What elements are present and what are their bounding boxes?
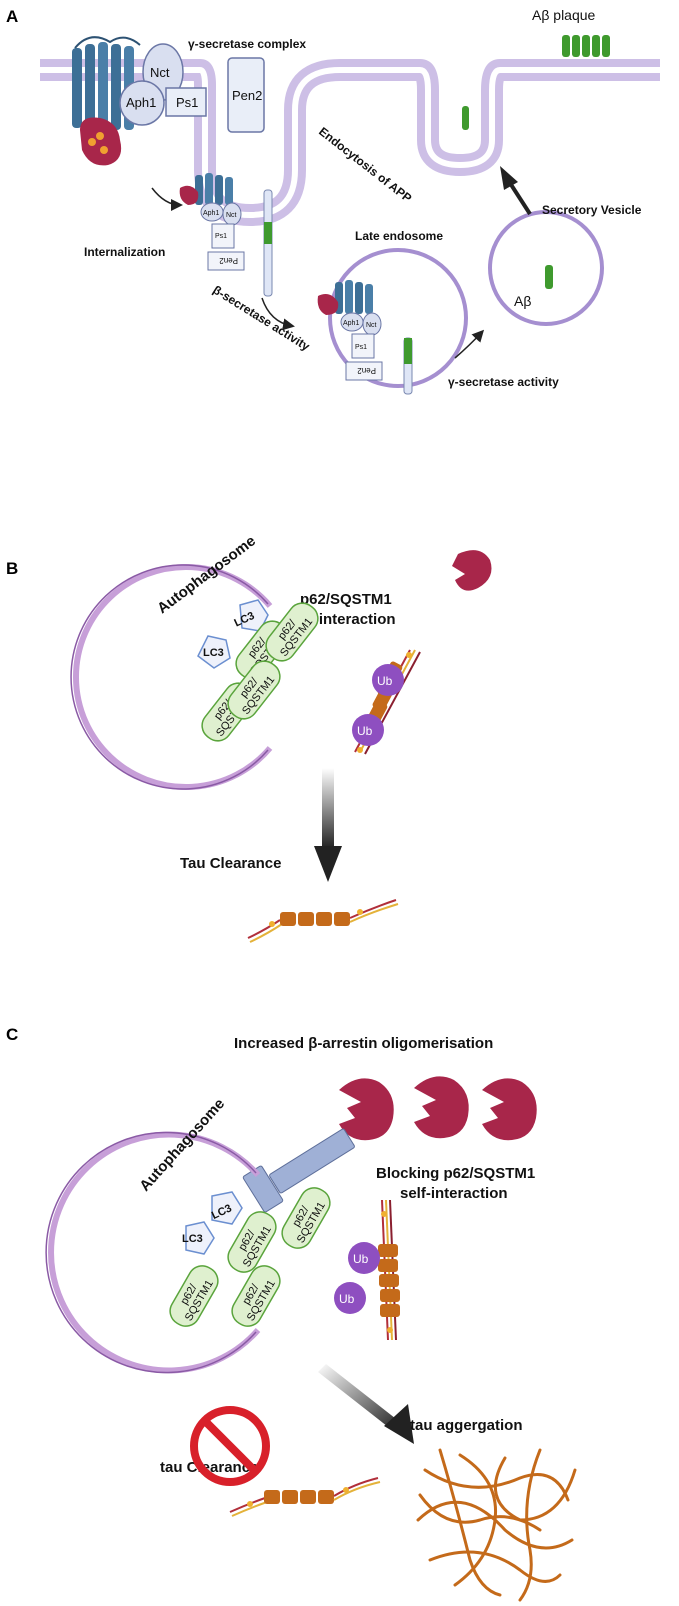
nct-label: Nct [150,65,170,80]
endosome-complex: Aph1 Nct Ps1 Pen2 [317,280,383,381]
p62-separated-c: p62/ SQSTM1 p62/ SQSTM1 p62/ SQSTM1 p62/… [169,1187,331,1327]
endocytosis-label: Endocytosis of APP [316,124,414,205]
ub-circle-b2 [352,714,384,746]
abeta-plaque-label: Aβ plaque [532,7,596,23]
increased-oligomerisation-label: Increased β-arrestin oligomerisation [234,1035,493,1052]
secretion-arrow-head [500,166,518,190]
aggregation-arrow-shaft [318,1364,400,1430]
ps1-subunit [165,87,207,117]
panel-a-letter: A [6,7,18,26]
svg-text:Nct: Nct [226,212,237,219]
svg-text:Nct: Nct [366,322,377,329]
ps1-label: Ps1 [176,95,198,110]
panel-a: A Nct Aph1 Ps1 [6,7,660,395]
arrestin-oligomers [339,1076,537,1141]
tau-clearance-label-c: tau Clearance [160,1459,258,1476]
beta-secretase-label: β-secretase activity [210,283,312,354]
tau-aggregate-mesh [416,1448,577,1602]
cleared-tau-b [247,899,399,943]
clearance-arrow-head [314,846,342,882]
clearance-arrow-shaft [322,768,334,848]
tau-aggregation-label: tau aggergation [410,1417,523,1434]
lc3-b: LC3 LC3 [197,599,269,669]
tau-clearance-label-b: Tau Clearance [180,855,281,872]
panel-b-letter: B [6,559,18,578]
abeta-in-vesicle [545,265,553,289]
panel-c-letter: C [6,1025,18,1044]
blocking-label-2: self-interaction [400,1185,508,1202]
aggregation-arrow-head [384,1404,414,1444]
self-interaction-label-1: p62/SQSTM1 [300,591,392,608]
panel-b: B Autophagosome p62/SQSTM1 self-interact… [6,532,492,943]
svg-text:Ub: Ub [377,674,393,688]
secretion-arrow-line [508,181,532,216]
ub-tau-b: Ub Ub [352,649,421,755]
gamma-secretase-arrow [454,329,485,359]
svg-text:Ub: Ub [353,1252,369,1266]
gamma-secretase-complex: Nct Aph1 Ps1 Pen2 γ-secretase complex [119,37,306,133]
abeta-plaque [562,35,610,57]
svg-text:LC3: LC3 [182,1233,203,1245]
lc3-c: LC3 LC3 [182,1191,243,1255]
internalization-label: Internalization [84,245,165,259]
abeta-label: Aβ [514,293,531,309]
svg-text:Ps1: Ps1 [355,344,367,351]
aph1-label: Aph1 [126,95,156,110]
pen2-subunit [227,57,265,133]
gamma-secretase-label: γ-secretase activity [448,375,559,389]
svg-text:Aph1: Aph1 [343,320,359,327]
svg-text:Pen2: Pen2 [357,366,376,375]
svg-text:Pen2: Pen2 [219,256,238,265]
beta-secretase-arrow [261,297,295,331]
gamma-complex-label: γ-secretase complex [188,37,306,51]
ub-circle-b1 [372,664,404,696]
svg-text:Ps1: Ps1 [215,233,227,240]
autophagosome-membrane-c [48,1131,261,1374]
autophagosome-membrane [72,564,273,790]
svg-text:Ub: Ub [357,724,373,738]
blocking-label-1: Blocking p62/SQSTM1 [376,1165,535,1182]
pen2-label: Pen2 [232,88,262,103]
internalization-arrow [151,187,183,211]
tau-uncleared-c [229,1477,381,1517]
secretory-vesicle-label: Secretory Vesicle [542,203,642,217]
panel-c: C Increased β-arrestin oligomerisation B… [6,1025,577,1602]
no-sign [190,1406,270,1486]
abeta-in-membrane [462,106,469,130]
svg-text:LC3: LC3 [203,647,224,659]
svg-text:Aph1: Aph1 [203,210,219,217]
svg-text:Ub: Ub [339,1292,355,1306]
late-endosome-label: Late endosome [355,229,443,243]
ub-tau-c: Ub Ub [334,1199,400,1341]
internalized-complex: Aph1 Nct Ps1 Pen2 [179,173,245,271]
aph1-subunit [119,80,165,126]
free-arrestin-b [452,550,492,591]
blocking-peptide [242,1128,355,1213]
beta-arrestin [80,117,122,166]
